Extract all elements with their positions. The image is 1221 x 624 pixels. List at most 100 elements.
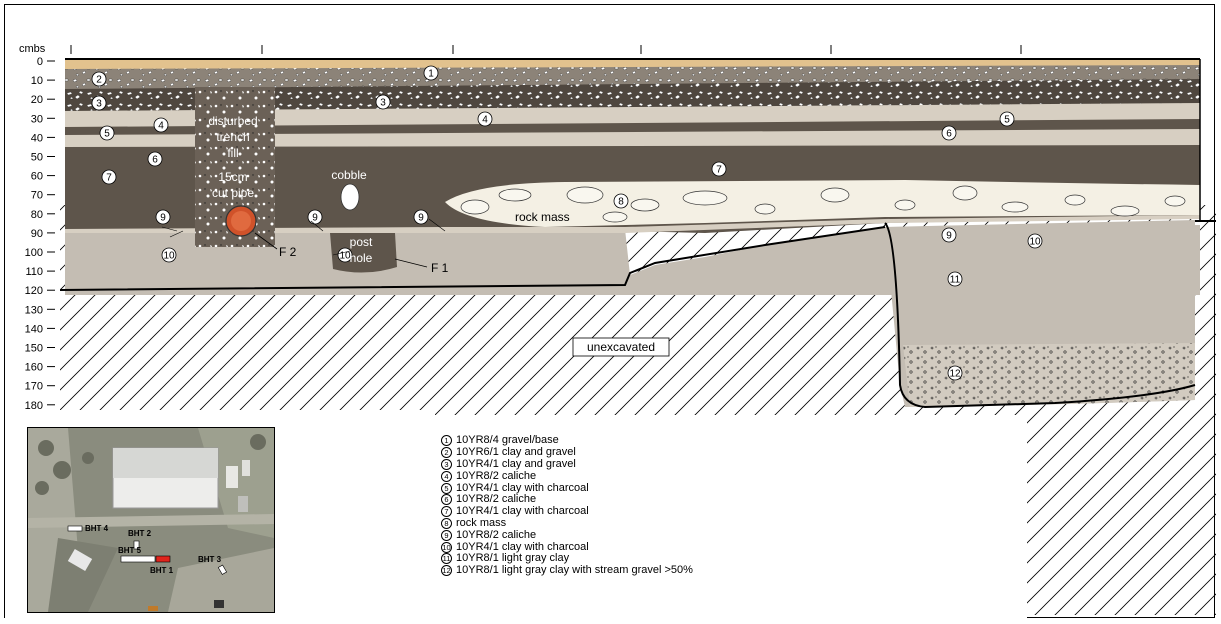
y-tick-label: 120 <box>25 285 43 297</box>
inset-label-bht1: BHT 1 <box>150 566 174 575</box>
legend-item-description: 10YR8/2 caliche <box>456 494 536 505</box>
legend-item-description: 10YR8/1 light gray clay <box>456 553 569 564</box>
top-ruler <box>71 45 1021 54</box>
trench-label-line-3: fill <box>227 146 238 160</box>
legend-item-description: 10YR4/1 clay with charcoal <box>456 542 589 553</box>
svg-text:9: 9 <box>946 231 952 242</box>
layer-marker-9: 9 <box>156 210 170 224</box>
svg-text:2: 2 <box>96 75 102 86</box>
layer-marker-2: 2 <box>92 72 106 86</box>
y-tick-label: 170 <box>25 381 43 393</box>
legend-item-description: 10YR4/1 clay and gravel <box>456 459 576 470</box>
legend-item: 5 10YR4/1 clay with charcoal <box>441 482 861 494</box>
svg-text:6: 6 <box>946 129 952 140</box>
legend-item-number: 6 <box>441 494 452 505</box>
layer-marker-9: 9 <box>308 210 322 224</box>
legend-item-number: 7 <box>441 506 452 517</box>
legend-item-description: 10YR8/2 caliche <box>456 530 536 541</box>
cut-pipe-inner <box>231 211 251 231</box>
layer-marker-9: 9 <box>942 228 956 242</box>
cobble-label: cobble <box>331 168 367 182</box>
svg-text:3: 3 <box>96 99 102 110</box>
layer-marker-11: 11 <box>948 272 962 286</box>
legend-item-description: 10YR8/1 light gray clay with stream grav… <box>456 565 693 576</box>
legend-item: 210YR6/1 clay and gravel <box>441 447 861 459</box>
rock-mass-label: rock mass <box>515 210 570 224</box>
layer-marker-7: 7 <box>102 170 116 184</box>
layer-marker-10: 10 <box>1028 234 1042 248</box>
legend-item-description: rock mass <box>456 518 506 529</box>
inset-label-bht3: BHT 3 <box>198 555 222 564</box>
legend-item-number: 5 <box>441 483 452 494</box>
trench-label-line-1: disturbed <box>208 114 257 128</box>
y-tick-label: 30 <box>31 113 43 125</box>
svg-text:10: 10 <box>1029 237 1041 248</box>
svg-text:4: 4 <box>158 121 164 132</box>
y-tick-label: 10 <box>31 75 43 87</box>
svg-text:9: 9 <box>418 213 424 224</box>
legend-item: 8 rock mass <box>441 518 861 530</box>
inset-label-bht5: BHT 5 <box>118 546 142 555</box>
layer-marker-3: 3 <box>92 96 106 110</box>
legend-item-number: 4 <box>441 471 452 482</box>
layer-marker-9: 9 <box>414 210 428 224</box>
svg-text:10: 10 <box>163 251 175 262</box>
layer-marker-10: 10 <box>162 248 176 262</box>
legend-item-number: 12 <box>441 565 452 576</box>
bht1-highlight <box>156 556 170 562</box>
svg-text:11: 11 <box>950 275 961 286</box>
y-tick-label: 150 <box>25 343 43 355</box>
y-tick-label: 90 <box>31 228 43 240</box>
feature-2-label: F 2 <box>279 245 297 259</box>
axis-unit-label: cmbs <box>19 43 46 55</box>
layer-marker-4: 4 <box>478 112 492 126</box>
site-inset-map: BHT 4 BHT 2 BHT 5 BHT 1 BHT 3 <box>27 427 275 613</box>
y-tick-label: 20 <box>31 94 43 106</box>
svg-text:4: 4 <box>482 115 488 126</box>
layer-marker-1: 1 <box>424 66 438 80</box>
cobble <box>341 184 359 210</box>
unexcavated-label: unexcavated <box>587 340 655 354</box>
legend-item-description: 10YR8/2 caliche <box>456 471 536 482</box>
inset-label-bht2: BHT 2 <box>128 529 152 538</box>
y-tick-label: 140 <box>25 323 43 335</box>
layer-marker-8: 8 <box>614 194 628 208</box>
layer-marker-6: 6 <box>148 152 162 166</box>
svg-text:7: 7 <box>716 165 722 176</box>
svg-text:3: 3 <box>380 98 386 109</box>
layer-marker-7: 7 <box>712 162 726 176</box>
layer-marker-5: 5 <box>1000 112 1014 126</box>
y-tick-label: 130 <box>25 304 43 316</box>
svg-text:7: 7 <box>106 173 112 184</box>
legend-item-description: 10YR4/1 clay with charcoal <box>456 483 589 494</box>
trench-label-line-2: trench <box>216 130 249 144</box>
pipe-label-line-2: cut pipe <box>212 186 254 200</box>
legend-item-number: 1 <box>441 435 452 446</box>
legend-item-number: 8 <box>441 518 452 529</box>
layer-marker-4: 4 <box>154 118 168 132</box>
feature-1-label: F 1 <box>431 261 449 275</box>
svg-text:5: 5 <box>104 129 110 140</box>
y-tick-label: 100 <box>25 247 43 259</box>
y-tick-label: 160 <box>25 362 43 374</box>
y-tick-label: 0 <box>37 56 43 68</box>
svg-text:9: 9 <box>160 213 166 224</box>
y-tick-label: 80 <box>31 209 43 221</box>
svg-text:5: 5 <box>1004 115 1010 126</box>
layer-marker-5: 5 <box>100 126 114 140</box>
legend-item-description: 10YR4/1 clay with charcoal <box>456 506 589 517</box>
y-tick-label: 40 <box>31 132 43 144</box>
svg-text:9: 9 <box>312 213 318 224</box>
y-tick-label: 50 <box>31 152 43 164</box>
legend-item-description: 10YR6/1 clay and gravel <box>456 447 576 458</box>
legend-item: 6 10YR8/2 caliche <box>441 494 861 506</box>
post-hole-label-line-1: post <box>350 235 373 249</box>
svg-text:6: 6 <box>152 155 158 166</box>
legend-item: 7 10YR4/1 clay with charcoal <box>441 506 861 518</box>
legend-item-number: 11 <box>441 553 452 564</box>
